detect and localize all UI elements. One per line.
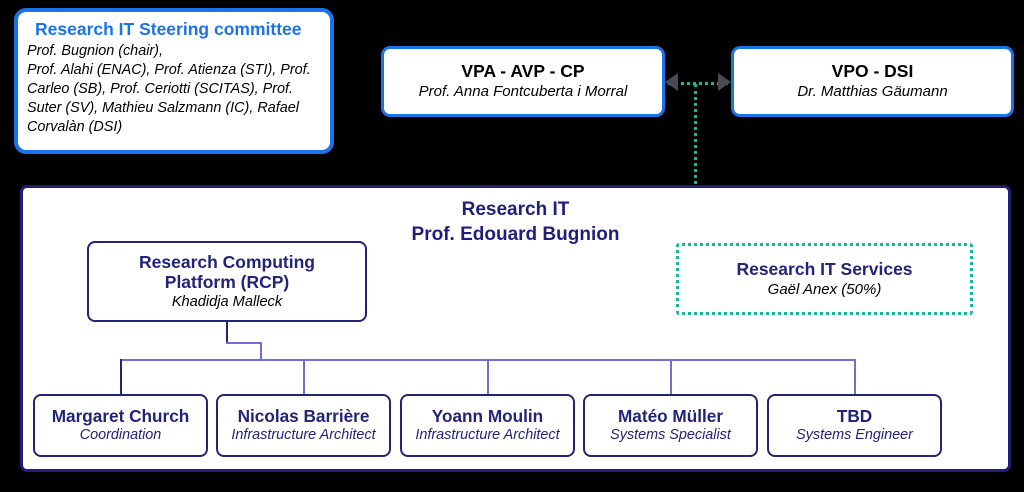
staff-box: Matéo Müller Systems Specialist (583, 394, 758, 457)
services-title: Research IT Services (736, 259, 913, 279)
staff-role: Infrastructure Architect (415, 427, 560, 444)
staff-name: Yoann Moulin (431, 405, 544, 426)
exec-link-arrow-right-icon (718, 73, 731, 91)
staff-role: Systems Engineer (796, 427, 913, 444)
steering-committee-box: Research IT Steering committee Prof. Bug… (14, 8, 334, 154)
connector-staff-drop-5 (854, 359, 856, 395)
steering-committee-members: Prof. Bugnion (chair),Prof. Alahi (ENAC)… (27, 43, 311, 136)
staff-name: Matéo Müller (617, 405, 724, 426)
staff-role: Systems Specialist (610, 427, 731, 444)
connector-rcp-drop (226, 322, 228, 343)
connector-staff-drop-1 (120, 359, 122, 395)
connector-staff-drop-2 (303, 359, 305, 395)
connector-rcp-jog-drop (260, 342, 262, 360)
research-it-header: Research IT Prof. Edouard Bugnion (23, 197, 1008, 247)
connector-rcp-jog (226, 342, 262, 344)
services-lead: Gaël Anex (50%) (767, 281, 882, 298)
executive-name: Dr. Matthias Gäumann (797, 83, 948, 101)
unit-title-line1: Research Computing (139, 251, 315, 272)
staff-name: TBD (836, 405, 873, 426)
executive-title: VPA - AVP - CP (461, 61, 585, 82)
exec-link-arrow-left-icon (665, 73, 678, 91)
unit-title-line2: Platform (RCP) (164, 272, 290, 293)
staff-name: Margaret Church (51, 405, 190, 426)
steering-committee-title: Research IT Steering committee (35, 19, 302, 39)
services-dotted-drop-line (694, 84, 697, 244)
executive-name: Prof. Anna Fontcuberta i Morral (418, 83, 628, 101)
staff-role: Infrastructure Architect (231, 427, 376, 444)
staff-box: Margaret Church Coordination (33, 394, 208, 457)
services-box: Research IT Services Gaël Anex (50%) (676, 243, 973, 315)
staff-box: Yoann Moulin Infrastructure Architect (400, 394, 575, 457)
staff-role: Coordination (79, 427, 162, 444)
staff-box: TBD Systems Engineer (767, 394, 942, 457)
executive-box-vpa: VPA - AVP - CP Prof. Anna Fontcuberta i … (381, 46, 665, 117)
connector-staff-drop-3 (487, 359, 489, 395)
unit-box-rcp: Research Computing Platform (RCP) Khadid… (87, 241, 367, 322)
executive-box-vpo: VPO - DSI Dr. Matthias Gäumann (731, 46, 1014, 117)
staff-name: Nicolas Barrière (237, 405, 370, 426)
unit-lead: Khadidja Malleck (171, 293, 283, 310)
executive-title: VPO - DSI (831, 61, 914, 82)
connector-staff-drop-4 (670, 359, 672, 395)
research-it-title: Research IT (461, 199, 570, 220)
staff-box: Nicolas Barrière Infrastructure Architec… (216, 394, 391, 457)
exec-link-dotted-line (668, 82, 728, 85)
